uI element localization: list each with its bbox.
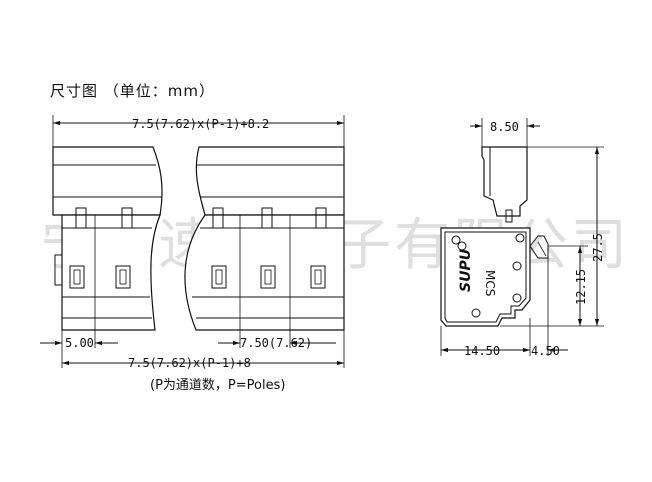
- side-view: SUPU MCS: [440, 146, 549, 327]
- logo-text: SUPU: [458, 248, 474, 292]
- dim-body-depth: 14.50: [464, 344, 500, 358]
- dim-bottom-width: 7.5(7.62)x(P-1)+8: [128, 356, 251, 370]
- dim-pitch: 7.50(7.62): [240, 336, 312, 350]
- dim-left-offset: 5.00: [65, 336, 94, 350]
- dim-top-depth: 8.50: [490, 120, 519, 134]
- front-view: [52, 146, 345, 331]
- model-text: MCS: [483, 270, 497, 296]
- side-dimensions: 8.50 27.5 12.15 14.50 4.50: [440, 118, 605, 358]
- dim-pin-offset: 4.50: [531, 344, 560, 358]
- dim-top-width: 7.5(7.62)x(P-1)+8.2: [132, 117, 269, 131]
- drawing-title: 尺寸图 （单位：mm）: [50, 82, 215, 100]
- front-dimensions: 7.5(7.62)x(P-1)+8.2 5.00 7.50(7.62) 7.5(…: [40, 115, 345, 370]
- dim-pin-height: 12.15: [574, 269, 588, 305]
- dim-total-height: 27.5: [591, 233, 605, 262]
- poles-note: (P为通道数，P=Poles): [150, 378, 286, 393]
